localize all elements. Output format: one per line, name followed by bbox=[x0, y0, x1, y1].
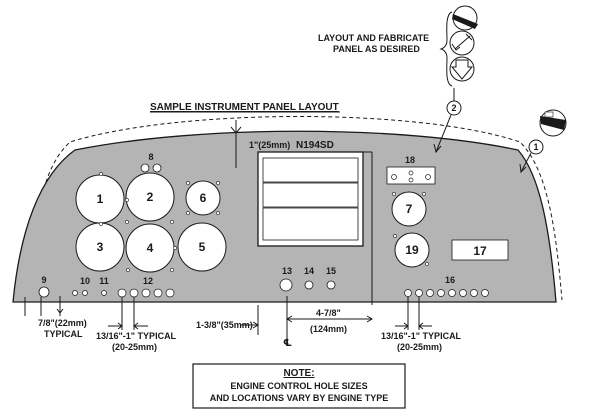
display-pane-bottom bbox=[262, 207, 359, 241]
top-margin-label: 1"(25mm) bbox=[249, 140, 290, 150]
callout-1: 1 bbox=[528, 139, 544, 155]
label-9: 9 bbox=[41, 275, 46, 285]
svg-text:2: 2 bbox=[451, 103, 456, 113]
label-12: 12 bbox=[143, 276, 153, 286]
cutting-tool-icon bbox=[449, 30, 475, 56]
dim-left-b: TYPICAL bbox=[44, 329, 83, 339]
gauge-7: 7 bbox=[391, 191, 427, 227]
switch-9 bbox=[38, 286, 50, 298]
note-title: NOTE: bbox=[283, 368, 314, 379]
label-17: 17 bbox=[473, 244, 487, 258]
gauge-5: 5 bbox=[177, 222, 227, 272]
label-8: 8 bbox=[148, 152, 153, 162]
note-line-2: AND LOCATIONS VARY BY ENGINE TYPE bbox=[210, 393, 389, 403]
svg-text:6: 6 bbox=[200, 191, 207, 205]
svg-text:1: 1 bbox=[97, 192, 104, 206]
gauge-4: 4 bbox=[125, 223, 175, 273]
gauge-2: 2 bbox=[125, 172, 175, 222]
label-16: 16 bbox=[445, 275, 455, 285]
svg-text:1: 1 bbox=[533, 142, 538, 152]
display-pane-top bbox=[262, 157, 359, 183]
centerline-symbol: ℄ bbox=[283, 338, 292, 349]
label-18: 18 bbox=[405, 155, 415, 165]
dim-right-a: 13/16"-1" TYPICAL bbox=[381, 331, 462, 341]
dim-width-b: (124mm) bbox=[310, 324, 347, 334]
dim-right-b: (20-25mm) bbox=[397, 342, 442, 352]
layout-note-1: LAYOUT AND FABRICATE bbox=[318, 33, 429, 43]
label-14: 14 bbox=[304, 266, 314, 276]
callout-1-leader bbox=[520, 152, 532, 173]
svg-text:3: 3 bbox=[97, 240, 104, 254]
placard-17 bbox=[451, 239, 509, 261]
tool-brace bbox=[439, 11, 453, 87]
layout-note-2: PANEL AS DESIRED bbox=[333, 44, 420, 54]
svg-text:7: 7 bbox=[406, 202, 413, 216]
gauge-1: 1 bbox=[75, 174, 125, 224]
svg-text:2: 2 bbox=[147, 190, 154, 204]
switch-panel-18 bbox=[386, 166, 436, 185]
label-15: 15 bbox=[326, 266, 336, 276]
callout-2: 2 bbox=[446, 100, 462, 116]
control-15 bbox=[326, 280, 336, 290]
control-14 bbox=[304, 280, 314, 290]
gauge-6: 6 bbox=[185, 180, 221, 216]
dim-mid-a: 13/16"-1" TYPICAL bbox=[96, 331, 177, 341]
top-margin-arrow bbox=[230, 126, 242, 134]
dim-center: 1-3/8"(35mm) bbox=[196, 320, 253, 330]
control-13 bbox=[279, 278, 293, 292]
dim-left-a: 7/8"(22mm) bbox=[38, 318, 87, 328]
note-line-1: ENGINE CONTROL HOLE SIZES bbox=[230, 381, 367, 391]
svg-text:19: 19 bbox=[405, 243, 419, 257]
label-11: 11 bbox=[99, 276, 109, 286]
callout-2-leader bbox=[435, 114, 452, 153]
label-13: 13 bbox=[282, 266, 292, 276]
switch-row-right bbox=[404, 289, 489, 297]
panel-material-icon bbox=[539, 109, 567, 137]
gauge-19: 19 bbox=[394, 232, 430, 268]
dim-width-a: 4-7/8" bbox=[316, 308, 341, 318]
label-10: 10 bbox=[80, 276, 90, 286]
svg-text:4: 4 bbox=[147, 241, 154, 255]
display-pane-middle bbox=[262, 182, 359, 208]
knob-8a bbox=[140, 163, 150, 173]
mounting-holes bbox=[99, 172, 429, 272]
switch-row-left bbox=[72, 288, 175, 298]
marking-tool-icon bbox=[452, 5, 478, 31]
tail-number: N194SD bbox=[296, 140, 334, 151]
dim-mid-b: (20-25mm) bbox=[112, 342, 157, 352]
diagram-title: SAMPLE INSTRUMENT PANEL LAYOUT bbox=[150, 102, 339, 113]
knob-8b bbox=[152, 163, 162, 173]
drilling-tool-icon bbox=[449, 56, 475, 82]
gauge-3: 3 bbox=[75, 222, 125, 272]
svg-text:5: 5 bbox=[199, 240, 206, 254]
note-box bbox=[192, 363, 406, 409]
